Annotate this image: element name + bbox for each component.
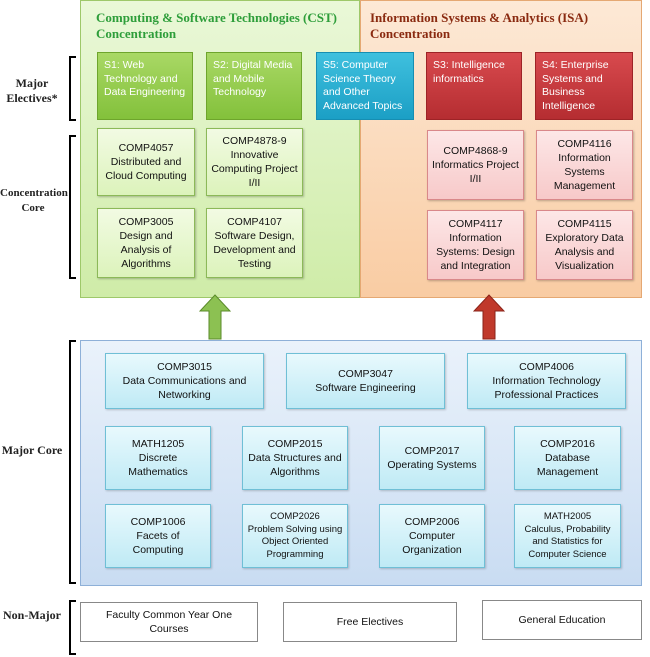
arrow-up-green <box>199 294 231 340</box>
course-name: Distributed and Cloud Computing <box>105 156 187 182</box>
course-code: COMP4006 <box>519 361 574 373</box>
course-comp4006: COMP4006 Information Technology Professi… <box>467 353 626 409</box>
course-name: Software Engineering <box>315 382 416 394</box>
course-name: Information Technology Professional Prac… <box>492 375 601 401</box>
label-major-electives: Major Electives* <box>0 76 64 106</box>
elective-s3: S3: Intelligence informatics <box>426 52 522 120</box>
label-text: Major Electives* <box>6 76 58 105</box>
course-comp4117: COMP4117 Information Systems: Design and… <box>427 210 524 280</box>
label-text: Major Core <box>1 443 63 457</box>
course-code: COMP2006 <box>404 516 460 528</box>
course-code: MATH2005 <box>543 511 592 522</box>
course-comp2006: COMP2006 Computer Organization <box>379 504 485 568</box>
brace-major-electives <box>69 56 76 121</box>
course-name: Information Systems Management <box>553 152 616 192</box>
label-concentration-core: Concentration Core <box>0 186 68 216</box>
course-comp4878-9: COMP4878-9 Innovative Computing Project … <box>206 128 303 196</box>
elective-s5: S5: Computer Science Theory and Other Ad… <box>316 52 414 120</box>
elective-s4: S4: Enterprise Systems and Business Inte… <box>535 52 633 120</box>
course-code: COMP3047 <box>338 368 393 380</box>
course-code: COMP4107 <box>227 216 282 228</box>
course-name: Computer Organization <box>402 530 462 556</box>
non-major-faculty-common: Faculty Common Year One Courses <box>80 602 258 642</box>
course-code: COMP4117 <box>448 218 503 230</box>
course-comp2016: COMP2016 Database Management <box>514 426 621 490</box>
course-name: Informatics Project I/II <box>432 159 519 185</box>
course-comp4107: COMP4107 Software Design, Development an… <box>206 208 303 278</box>
course-comp3005: COMP3005 Design and Analysis of Algorith… <box>97 208 195 278</box>
course-comp1006: COMP1006 Facets of Computing <box>105 504 211 568</box>
course-code: COMP2016 <box>540 438 595 450</box>
elective-s1: S1: Web Technology and Data Engineering <box>97 52 193 120</box>
course-comp4057: COMP4057 Distributed and Cloud Computing <box>97 128 195 196</box>
cst-title: Computing & Software Technologies (CST) … <box>96 10 338 41</box>
course-code: COMP3015 <box>157 361 212 373</box>
course-comp4868-9: COMP4868-9 Informatics Project I/II <box>427 130 524 200</box>
course-code: COMP3005 <box>118 216 174 228</box>
course-name: Data Communications and Networking <box>122 375 247 401</box>
label-major-core: Major Core <box>0 443 64 458</box>
label-text: Non-Major <box>3 608 61 622</box>
course-comp3015: COMP3015 Data Communications and Network… <box>105 353 264 409</box>
course-name: Problem Solving using Object Oriented Pr… <box>247 523 343 560</box>
label-non-major: Non-Major <box>0 608 64 623</box>
course-name: Data Structures and Algorithms <box>248 452 342 478</box>
course-comp4116: COMP4116 Information Systems Management <box>536 130 633 200</box>
course-name: Innovative Computing Project I/II <box>211 149 298 189</box>
brace-major-core <box>69 340 76 584</box>
brace-non-major <box>69 600 76 655</box>
elective-s2: S2: Digital Media and Mobile Technology <box>206 52 302 120</box>
course-math1205: MATH1205 Discrete Mathematics <box>105 426 211 490</box>
non-major-free-electives: Free Electives <box>283 602 457 642</box>
arrow-up-red <box>473 294 505 340</box>
course-code: COMP4878-9 <box>222 135 287 147</box>
course-code: COMP2017 <box>404 445 460 457</box>
course-code: COMP2015 <box>267 438 323 450</box>
course-comp2015: COMP2015 Data Structures and Algorithms <box>242 426 348 490</box>
course-name: Facets of Computing <box>132 530 184 556</box>
brace-concentration-core <box>69 135 76 279</box>
course-math2005: MATH2005 Calculus, Probability and Stati… <box>514 504 621 568</box>
course-name: Exploratory Data Analysis and Visualizat… <box>545 232 624 272</box>
course-comp2026: COMP2026 Problem Solving using Object Or… <box>242 504 348 568</box>
course-name: Calculus, Probability and Statistics for… <box>524 523 611 560</box>
course-code: COMP4057 <box>118 142 174 154</box>
course-code: COMP2026 <box>270 511 320 522</box>
course-name: Information Systems: Design and Integrat… <box>436 232 515 272</box>
course-code: COMP1006 <box>130 516 186 528</box>
course-comp3047: COMP3047 Software Engineering <box>286 353 445 409</box>
course-name: Operating Systems <box>387 459 477 471</box>
course-name: Database Management <box>536 452 599 478</box>
course-name: Design and Analysis of Algorithms <box>119 230 173 270</box>
course-comp4115: COMP4115 Exploratory Data Analysis and V… <box>536 210 633 280</box>
course-code: MATH1205 <box>131 438 185 450</box>
course-name: Software Design, Development and Testing <box>213 230 296 270</box>
label-text: Concentration Core <box>0 187 68 214</box>
course-comp2017: COMP2017 Operating Systems <box>379 426 485 490</box>
course-code: COMP4115 <box>557 218 612 230</box>
course-code: COMP4868-9 <box>443 145 508 157</box>
course-name: Discrete Mathematics <box>128 452 188 478</box>
non-major-general-education: General Education <box>482 600 642 640</box>
isa-title: Information Systems & Analytics (ISA) Co… <box>370 10 589 41</box>
course-code: COMP4116 <box>557 138 612 150</box>
